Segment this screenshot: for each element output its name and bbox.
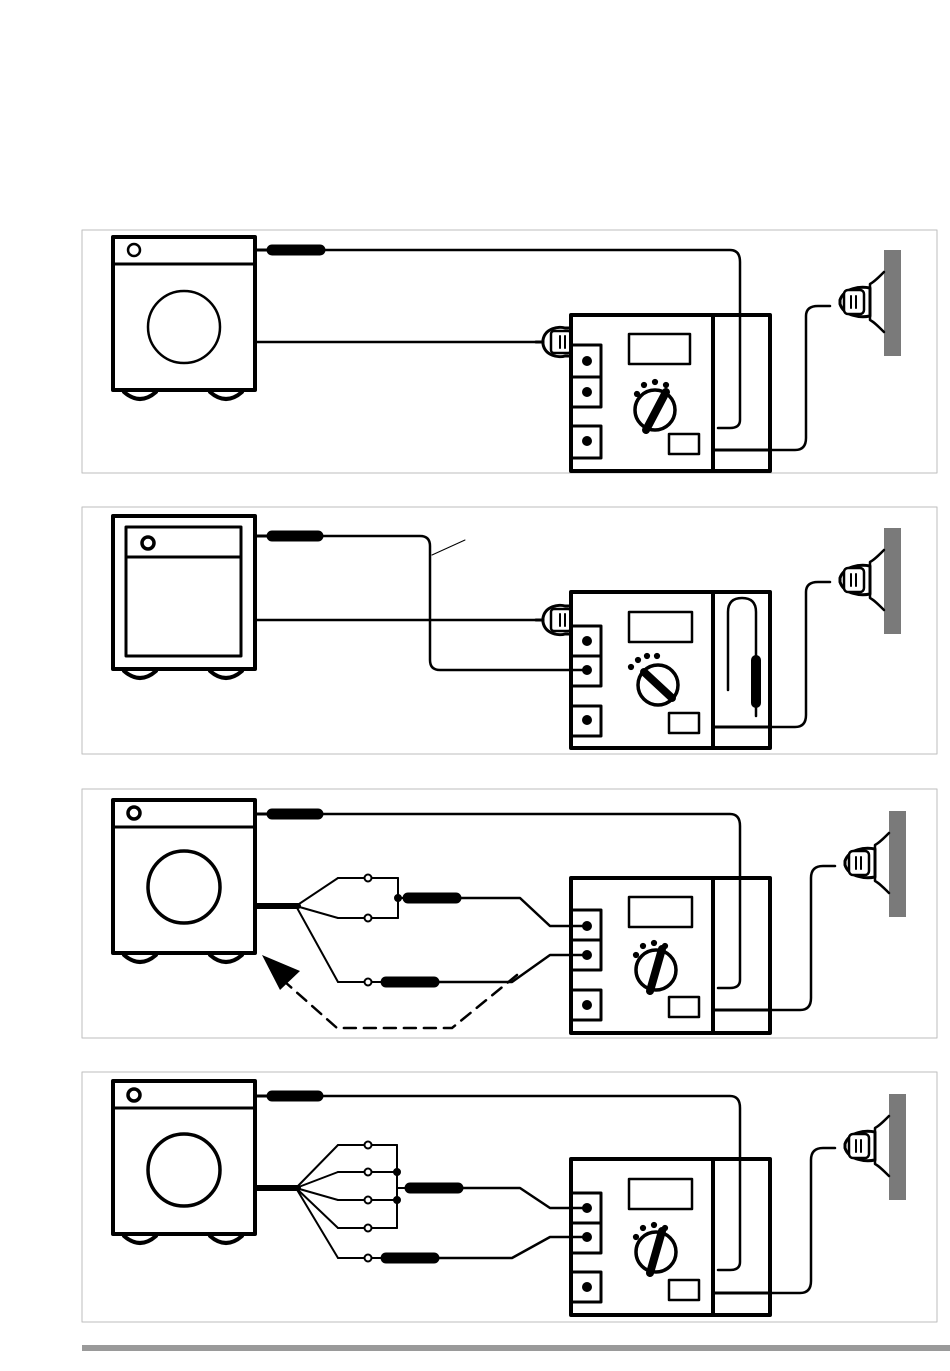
cable [257,814,740,988]
plug-icon [536,605,571,634]
footer-rule [82,1345,950,1351]
cable [257,1096,740,1270]
arrow-icon [262,955,517,1028]
wall-socket-icon [845,811,906,917]
panel-2 [82,507,937,754]
panel-1 [82,230,937,473]
wall-socket-icon [840,528,901,634]
dryer-icon [113,516,255,678]
wall-socket-icon [845,1094,906,1200]
tester-icon [571,592,770,748]
cable [770,582,830,727]
cable [770,306,830,450]
cable [770,1148,835,1293]
plug-icon [536,327,571,356]
washing-machine-icon [113,1081,255,1243]
washing-machine-icon [113,237,255,399]
cable [257,536,585,670]
panel-4 [82,1072,937,1322]
panel-frame [82,507,937,754]
panel-3 [82,789,937,1038]
cable [770,866,835,1010]
cable [257,250,740,428]
washing-machine-icon [113,800,255,962]
wall-socket-icon [840,250,901,356]
